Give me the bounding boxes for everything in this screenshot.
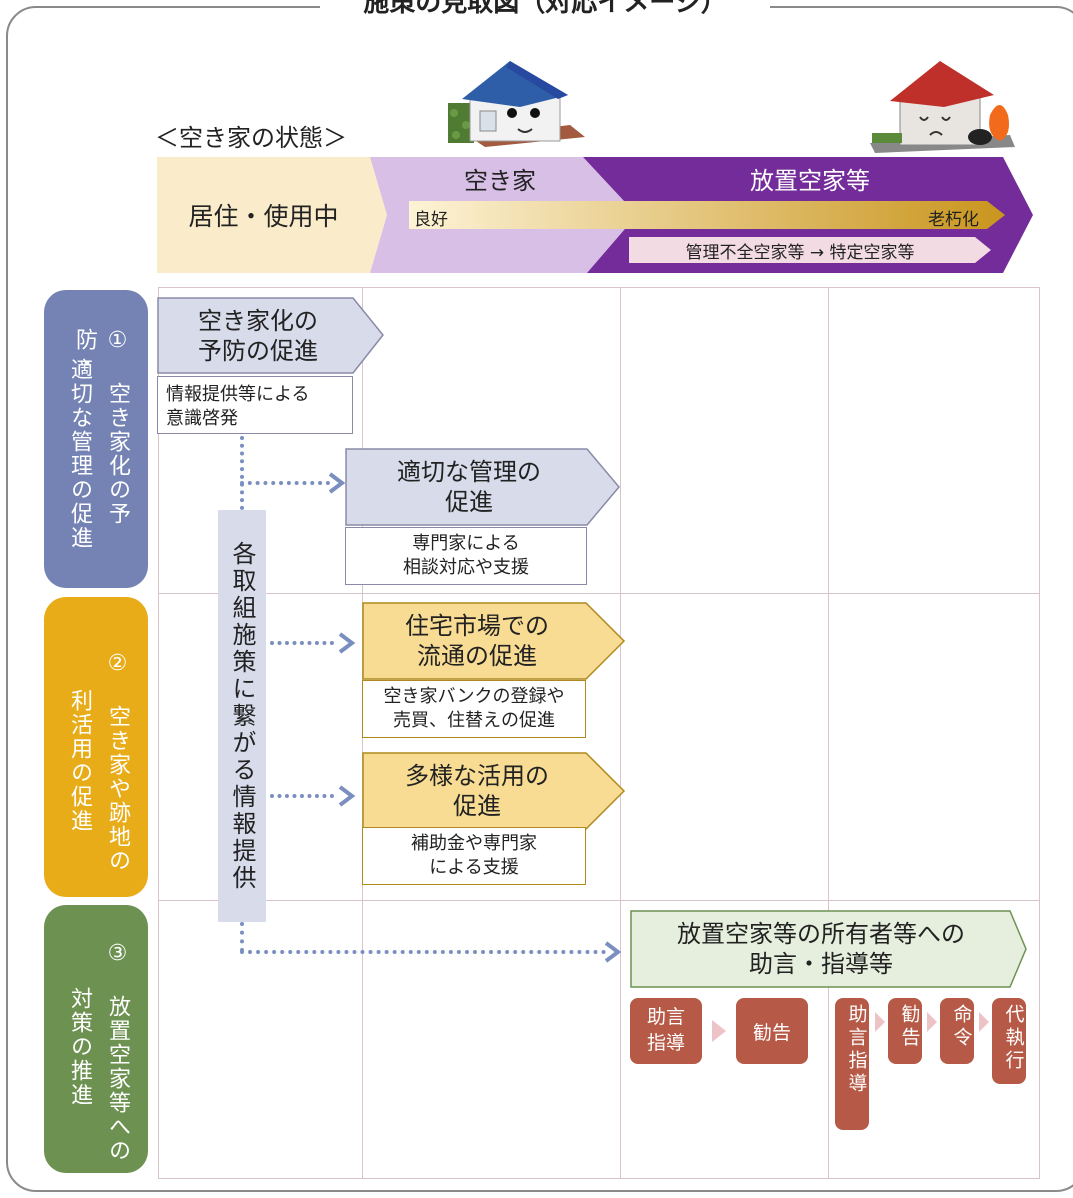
measure-diverse-desc: 補助金や専門家 による支援 [362, 827, 586, 885]
measure-diverse-title-line2: 促進 [453, 792, 501, 820]
arrowhead-icon [604, 941, 622, 963]
step-arrow-icon [712, 1020, 726, 1042]
category-prevention-line2: 適切な管理の促進 [67, 358, 92, 550]
measure-guidance-title-line1: 放置空家等の所有者等への [677, 920, 965, 948]
measure-market-shape [362, 602, 626, 680]
state-band [157, 157, 1033, 273]
step-advice-label: 助言 [646, 1006, 685, 1029]
step-recommendation-2: 勧告 [888, 998, 922, 1064]
measure-management-desc-line1: 専門家による [412, 532, 520, 554]
category-countermeasure: ③ 放置空家等への 対策の推進 [44, 905, 148, 1173]
connector-top [240, 436, 244, 510]
measure-prevention-title-line2: 予防の促進 [198, 337, 318, 365]
step-advice-guidance-2-label: 助言指導 [845, 1004, 868, 1096]
connector-bottom [240, 922, 244, 952]
measure-diverse-desc-line2: による支援 [429, 857, 519, 878]
category-utilization-line1: ② 空き家や跡地の [105, 651, 130, 873]
category-utilization: ② 空き家や跡地の 利活用の促進 [44, 597, 148, 897]
step-execution-label: 代執行 [1002, 1004, 1025, 1073]
arrowhead-icon [328, 472, 346, 494]
condition-decay-label: 老朽化 [928, 210, 979, 230]
state-neglected-label: 放置空家等 [750, 166, 870, 195]
measure-market: 住宅市場での 流通の促進 [365, 602, 589, 680]
measure-diverse-shape [362, 752, 626, 830]
measure-prevention-desc-line2: 意識啓発 [166, 408, 238, 430]
measure-market-title-line1: 住宅市場での [405, 612, 549, 640]
measure-diverse-title-line1: 多様な活用の [405, 762, 549, 790]
category-utilization-line2: 利活用の促進 [67, 689, 92, 833]
measure-management-shape [345, 448, 620, 526]
step-order-label: 命令 [950, 1004, 973, 1050]
state-label: ＜空き家の状態＞ [155, 124, 347, 152]
management-band [629, 237, 991, 263]
measure-market-title-line2: 流通の促進 [417, 642, 537, 670]
info-provision-bar: 各取組施策に繋がる情報提供 [218, 510, 266, 922]
step-arrow-icon [979, 1012, 989, 1032]
state-living-shape [157, 157, 387, 273]
step-order: 命令 [940, 998, 974, 1064]
measure-guidance-shape [630, 910, 1027, 988]
measure-guidance-title-line2: 助言・指導等 [749, 950, 893, 978]
connector-arrow-management [240, 481, 330, 485]
category-prevention: ① 空き家化の予防・ 適切な管理の促進 [44, 290, 148, 588]
measure-prevention-shape [157, 297, 384, 374]
category-prevention-line1: ① 空き家化の予防・ [72, 328, 130, 526]
condition-gradient-bar [409, 201, 1005, 229]
connector-arrow-guidance [240, 950, 606, 954]
measure-management-desc-line2: 相談対応や支援 [403, 557, 529, 578]
measure-prevention-desc: 情報提供等による 意識啓発 [157, 376, 353, 434]
measure-prevention-desc-line1: 情報提供等による [166, 384, 310, 405]
step-guidance-label: 指導 [646, 1032, 685, 1054]
management-label: 管理不全空家等 → 特定空家等 [685, 242, 915, 263]
house-good-icon [448, 61, 585, 147]
measure-guidance: 放置空家等の所有者等への 助言・指導等 [633, 910, 1009, 988]
measure-management-desc: 専門家による 相談対応や支援 [345, 527, 587, 585]
category-countermeasure-line1: ③ 放置空家等への [105, 941, 130, 1163]
state-vacant-label: 空き家 [464, 166, 536, 195]
info-provision-label: 各取組施策に繋がる情報提供 [228, 540, 256, 892]
step-arrow-icon [875, 1012, 885, 1032]
measure-diverse: 多様な活用の 促進 [365, 752, 589, 830]
state-living-label: 居住・使用中 [188, 202, 339, 231]
measure-prevention: 空き家化の 予防の促進 [160, 297, 356, 375]
condition-good-label: 良好 [414, 210, 448, 230]
step-arrow-icon [927, 1012, 937, 1032]
step-advice-guidance-2: 助言指導 [835, 998, 869, 1130]
step-execution: 代執行 [992, 998, 1026, 1084]
arrowhead-icon [338, 632, 356, 654]
page-title: 施策の見取図（対応イメージ） [320, 0, 770, 20]
house-decayed-icon [870, 61, 1015, 153]
category-countermeasure-line2: 対策の推進 [67, 987, 92, 1107]
step-recommendation-2-label: 勧告 [898, 1004, 921, 1050]
measure-market-desc: 空き家バンクの登録や 売買、住替えの促進 [362, 680, 586, 738]
step-recommendation: 勧告 [736, 998, 808, 1064]
arrowhead-icon [338, 785, 356, 807]
measure-management-title-line2: 促進 [445, 488, 493, 516]
connector-arrow-diverse [270, 794, 334, 798]
measure-market-desc-line2: 売買、住替えの促進 [393, 710, 555, 731]
measure-market-desc-line1: 空き家バンクの登録や [383, 685, 565, 707]
measure-management: 適切な管理の 促進 [348, 448, 590, 526]
measure-prevention-title-line1: 空き家化の [198, 307, 318, 335]
step-advice-guidance: 助言 指導 [630, 998, 702, 1064]
connector-arrow-market [270, 641, 334, 645]
measure-diverse-desc-line1: 補助金や専門家 [411, 832, 537, 854]
measure-management-title-line1: 適切な管理の [397, 458, 541, 486]
